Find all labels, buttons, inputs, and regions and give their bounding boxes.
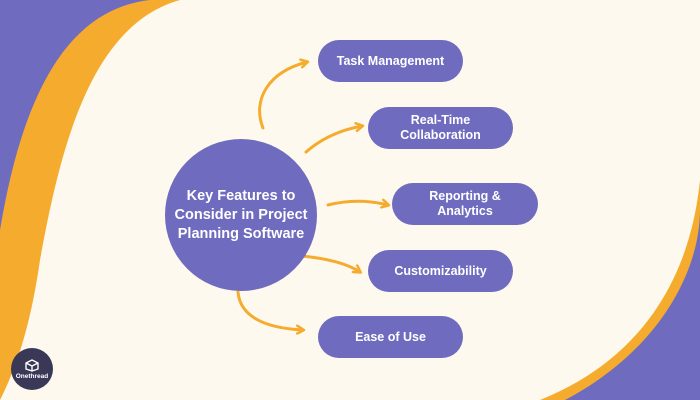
onethread-logo: Onethread [11, 348, 53, 390]
box-logo-icon [25, 359, 39, 372]
feature-label: Real-Time Collaboration [400, 113, 481, 142]
feature-real-time-collaboration: Real-Time Collaboration [368, 107, 513, 149]
feature-ease-of-use: Ease of Use [318, 316, 463, 358]
feature-label: Task Management [336, 53, 445, 68]
feature-label: Ease of Use [355, 329, 426, 344]
feature-label: Reporting & Analytics [429, 189, 501, 218]
feature-task-management: Task Management [318, 40, 463, 82]
central-topic-label: Key Features to Consider in Project Plan… [174, 187, 308, 242]
feature-reporting-analytics: Reporting & Analytics [392, 183, 538, 225]
feature-customizability: Customizability [368, 250, 513, 292]
central-topic-circle: Key Features to Consider in Project Plan… [165, 139, 317, 291]
logo-text: Onethread [15, 373, 49, 380]
feature-label: Customizability [394, 263, 487, 278]
